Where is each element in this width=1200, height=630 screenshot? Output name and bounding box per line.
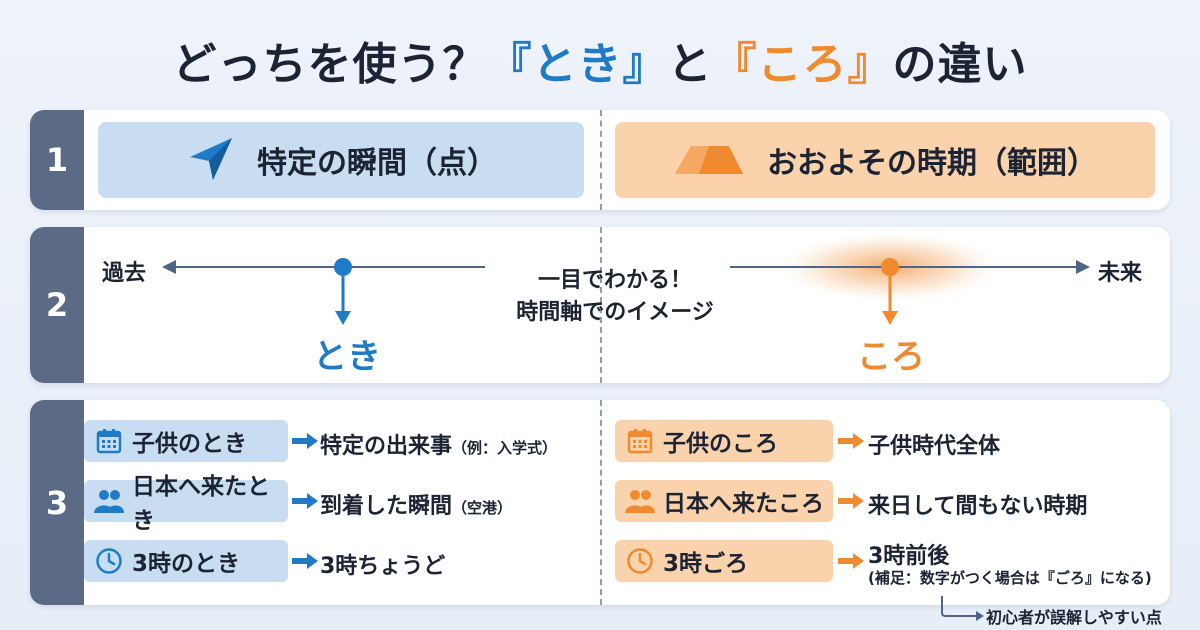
koro-word: ころ [857,337,925,377]
toki-result-3: 3時ちょうど [320,554,446,579]
toki-arrowhead [335,311,351,325]
toki-point [334,258,352,276]
section-1-panel: 1 特定の瞬間（点） おおよその時期（範囲） [30,110,1170,210]
toki-example-japan-label: 日本へ来たとき [132,474,270,534]
arrow-right-icon [838,433,864,449]
koro-point [881,258,899,276]
koro-header-label: おおよその時期（範囲） [767,146,1097,181]
section-divider [600,400,602,605]
section-divider [600,227,602,383]
toki-example-clock: 3時のとき [84,540,288,582]
toki-example-child-label: 子供のとき [132,431,247,457]
koro-example-clock-result: 3時前後 [868,544,950,569]
toki-note-2: （空港） [452,499,513,517]
timeline-caption: 一目でわかる！ 時間軸でのイメージ [470,265,760,329]
range-trapezoid-icon [673,142,745,178]
toki-result-1: 特定の出来事 [320,434,453,459]
koro-example-child: 子供のころ [615,420,833,462]
toki-word: とき [313,337,381,377]
future-label: 未来 [1098,261,1143,286]
toki-header: 特定の瞬間（点） [98,122,584,198]
page-title: どっちを使う？『とき』と『ころ』の違い [0,28,1200,92]
future-arrowhead [1076,260,1090,274]
footer-note: 初心者が誤解しやすい点 [986,608,1162,627]
toki-example-child: 子供のとき [84,420,288,462]
title-toki: 『とき』 [487,39,668,90]
koro-example-child-label: 子供のころ [663,431,778,457]
section-2-panel: 2 過去 未来 一目でわかる！ 時間軸でのイメージ とき ころ [30,227,1170,383]
arrow-right-icon [292,433,318,449]
section-1-number: 1 [30,110,84,210]
koro-example-japan-result: 来日して間もない時期 [868,494,1088,519]
toki-example-japan: 日本へ来たとき [84,474,288,534]
toki-result-2: 到着した瞬間 [320,494,453,519]
timeline-caption-line1: 一目でわかる！ [537,268,692,293]
toki-header-label: 特定の瞬間（点） [257,146,497,181]
arrow-right-icon [292,493,318,509]
koro-example-clock: 3時ごろ [615,540,833,582]
section-3-panel: 3 子供のとき 特定の出来事（例：入学式） 日本へ来たとき 到着した瞬間（空港）… [30,400,1170,605]
title-mid: と [667,39,713,90]
clock-icon [625,547,655,575]
toki-example-japan-result: 到着した瞬間（空港） [320,488,512,520]
section-divider [600,110,602,210]
toki-example-clock-result: 3時ちょうど [320,548,445,580]
title-koro: 『ころ』 [712,39,893,90]
past-arrowhead [162,260,176,274]
timeline-diagram [162,233,1090,325]
koro-arrowhead [882,311,898,325]
toki-example-clock-label: 3時のとき [132,551,241,577]
arrow-right-icon [838,493,864,509]
past-label: 過去 [102,261,147,286]
arrow-right-icon [292,553,318,569]
timeline-caption-line2: 時間軸でのイメージ [516,300,714,325]
people-icon [94,488,124,514]
title-prefix: どっちを使う？ [172,39,488,90]
people-icon [625,488,655,514]
section-3-number: 3 [30,400,84,605]
calendar-icon [94,427,124,455]
footnote-pointer-arrow [941,596,984,621]
koro-header: おおよその時期（範囲） [615,122,1155,198]
koro-example-japan: 日本へ来たころ [615,480,833,522]
pointer-arrow-icon [185,135,235,185]
toki-note-1: （例：入学式） [452,439,558,457]
koro-example-japan-label: 日本へ来たころ [663,491,824,517]
koro-example-child-result: 子供時代全体 [868,434,1001,459]
toki-example-child-result: 特定の出来事（例：入学式） [320,428,557,460]
koro-supplement-note: (補足：数字がつく場合は『ごろ』になる) [868,569,1152,587]
title-suffix: の違い [892,39,1028,90]
calendar-icon [625,427,655,455]
arrow-right-icon [838,553,864,569]
clock-icon [94,547,124,575]
koro-example-clock-label: 3時ごろ [663,551,749,577]
section-2-number: 2 [30,227,84,383]
